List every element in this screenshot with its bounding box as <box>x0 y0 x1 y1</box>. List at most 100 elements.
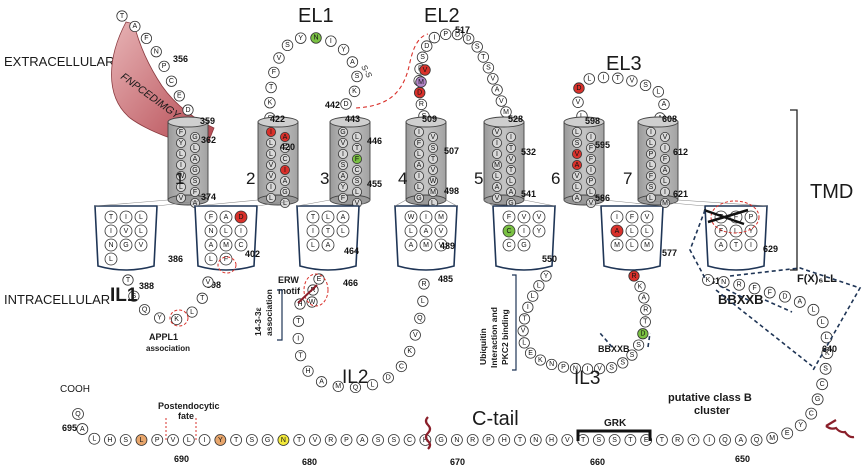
svg-text:L: L <box>109 256 113 263</box>
cluster-label: cluster <box>694 405 731 417</box>
svg-text:V: V <box>575 151 580 158</box>
svg-text:Y: Y <box>341 46 346 53</box>
svg-text:T: T <box>628 437 633 444</box>
svg-text:T: T <box>509 167 514 174</box>
bin-residue: W <box>404 210 418 224</box>
helix-residue: L <box>175 181 186 192</box>
intracellular-label: INTRACELLULAR <box>4 292 110 307</box>
helix-residue: A <box>491 181 502 192</box>
helix-residue: S <box>337 159 348 170</box>
svg-text:L: L <box>187 437 191 444</box>
helix-residue: V <box>505 153 516 164</box>
c-tail-residue: A <box>76 423 89 435</box>
svg-text:S: S <box>823 366 828 373</box>
svg-text:D: D <box>185 107 190 114</box>
helix-residue: I <box>505 131 516 142</box>
el2-loop: SRDGFSDIPDDSTSVAVMVM <box>413 28 512 122</box>
svg-text:L: L <box>417 151 421 158</box>
svg-text:G: G <box>416 195 421 202</box>
svg-text:A: A <box>642 295 647 302</box>
svg-text:I: I <box>616 214 618 221</box>
helix-residue: V <box>491 192 502 203</box>
svg-text:F: F <box>417 140 421 147</box>
svg-text:I: I <box>180 162 182 169</box>
bin-residue: F <box>714 224 728 238</box>
c-tail-residue: S <box>119 434 132 446</box>
svg-text:L: L <box>522 340 526 347</box>
el3-residue: V <box>572 96 584 108</box>
bin-residue: C <box>502 238 516 252</box>
svg-text:A: A <box>341 214 346 221</box>
c-tail-residue: P <box>482 434 495 446</box>
svg-text:F: F <box>209 214 213 221</box>
svg-text:M: M <box>614 242 620 249</box>
svg-text:L: L <box>575 129 579 136</box>
bin-residue: V <box>640 210 654 224</box>
svg-text:I: I <box>590 134 592 141</box>
bin-residue: M <box>610 238 624 252</box>
svg-text:L: L <box>821 319 825 326</box>
svg-text:V: V <box>431 167 436 174</box>
svg-text:V: V <box>491 76 496 83</box>
bin-residue: V <box>434 224 448 238</box>
bin-residue: L <box>336 224 350 238</box>
svg-text:T: T <box>326 228 331 235</box>
interaction-label: Interaction and <box>489 307 499 368</box>
svg-text:I: I <box>496 151 498 158</box>
il1-residue: K <box>171 313 183 326</box>
svg-text:M: M <box>430 189 436 196</box>
svg-text:V: V <box>277 55 282 62</box>
pkc2-binding-label: PKC2 binding <box>500 309 510 365</box>
svg-text:L: L <box>649 140 653 147</box>
residue-586: 586 <box>595 193 610 203</box>
bin-residue: L <box>625 224 639 238</box>
svg-text:E: E <box>528 350 533 357</box>
helix-residue: F <box>646 170 657 181</box>
svg-text:V: V <box>439 228 444 235</box>
svg-text:K: K <box>268 99 273 106</box>
svg-text:V: V <box>495 129 500 136</box>
svg-text:F: F <box>752 285 756 292</box>
c-tail-residue: Q <box>72 408 84 420</box>
svg-text:E: E <box>644 437 649 444</box>
svg-text:A: A <box>326 242 331 249</box>
bin-residue: V <box>119 224 133 238</box>
svg-text:I: I <box>425 214 427 221</box>
bin-residue: G <box>119 238 133 252</box>
c-tail-residue: L <box>88 432 101 445</box>
svg-text:N: N <box>208 228 213 235</box>
svg-text:T: T <box>200 295 205 302</box>
helix-residue: L <box>413 148 424 159</box>
residue-443: 443 <box>345 114 360 124</box>
helix-residue: Y <box>175 137 186 148</box>
svg-text:V: V <box>663 134 668 141</box>
svg-text:T: T <box>234 437 239 444</box>
helix-residue: G <box>337 127 348 138</box>
c-tail-residue: T <box>624 434 637 446</box>
svg-text:A: A <box>193 156 198 163</box>
c-tail-residue: L <box>816 316 829 329</box>
svg-text:I: I <box>418 129 420 136</box>
svg-text:D: D <box>640 331 645 338</box>
helix-residue: L <box>572 127 583 138</box>
el1-loop: SKTFVSYNIYASKD <box>264 32 363 124</box>
tm-7-label: 7 <box>623 169 632 188</box>
svg-text:V: V <box>206 279 211 286</box>
svg-text:V: V <box>645 214 650 221</box>
c-tail-residue: C <box>816 378 829 391</box>
svg-text:V: V <box>439 242 444 249</box>
helix-residue: I <box>660 186 671 197</box>
il3-residue: R <box>640 304 652 316</box>
svg-text:K: K <box>407 348 412 355</box>
il1-label: IL1 <box>110 285 138 306</box>
svg-text:A: A <box>193 200 198 207</box>
c-tail-residue-numbers: 695 690 680 670 660 650 640 <box>62 344 837 467</box>
helix-residue: W <box>427 175 438 186</box>
svg-text:C: C <box>506 228 511 235</box>
svg-text:D: D <box>386 375 391 382</box>
